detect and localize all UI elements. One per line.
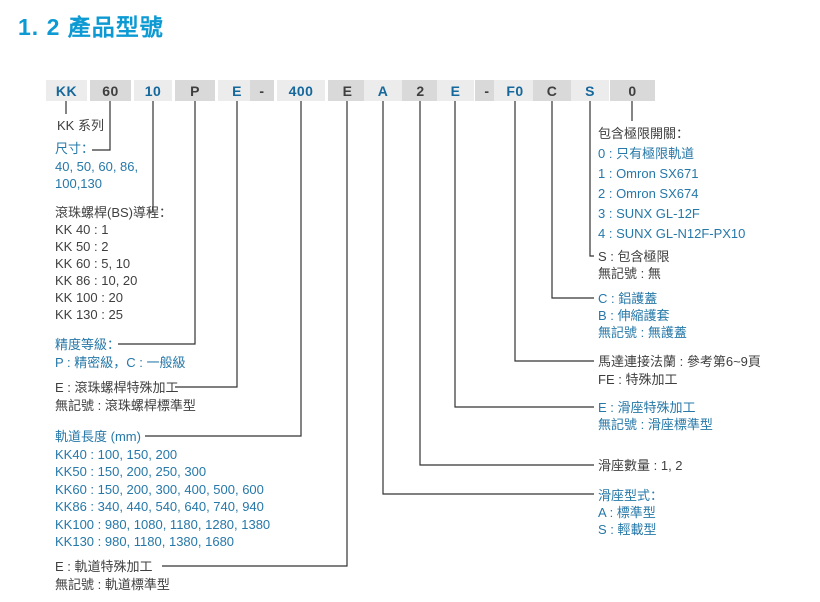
precision-title: 精度等級： xyxy=(55,337,121,352)
model-code-segment: 10 xyxy=(134,80,172,101)
rail-length-block: 軌道長度 (mm) KK40 : 100, 150, 200 KK50 : 15… xyxy=(55,429,271,549)
slide-count-block: 滑座數量 : 1, 2 xyxy=(598,458,683,473)
model-code-segment: 400 xyxy=(277,80,325,101)
model-code-segment: E xyxy=(328,80,367,101)
limit-block: S : 包含極限 無記號 : 無 xyxy=(598,249,670,281)
limit-switch-block: 包含極限開關： 0 : 只有極限軌道 1 : Omron SX671 2 : O… xyxy=(598,126,746,241)
slide-type-title: 滑座型式： xyxy=(598,488,664,503)
model-code-segment: F0 xyxy=(494,80,536,101)
page-title: 1. 2 產品型號 xyxy=(18,14,164,40)
model-code-segment: 0 xyxy=(610,80,655,101)
rail-length-title: 軌道長度 (mm) xyxy=(55,429,141,444)
model-code-segment: 60 xyxy=(90,80,131,101)
slide-type-block: 滑座型式： A : 標準型 S : 輕載型 xyxy=(598,488,664,537)
model-code-segment: P xyxy=(175,80,215,101)
rail-special-block: E : 軌道特殊加工 無記號 : 軌道標準型 xyxy=(55,559,170,592)
model-code-segment: E xyxy=(218,80,256,101)
model-code-segment: C xyxy=(533,80,571,101)
model-code-segment: - xyxy=(250,80,274,101)
motor-flange-block: 馬達連接法蘭 : 參考第6~9頁 FE : 特殊加工 xyxy=(598,354,761,387)
model-code-segment: E xyxy=(437,80,474,101)
precision-block: 精度等級： P : 精密級，C : 一般級 xyxy=(55,337,186,370)
model-code-segment: A xyxy=(364,80,402,101)
series-label: KK 系列 xyxy=(57,118,104,133)
model-code-segment: 2 xyxy=(402,80,439,101)
cover-block: C : 鋁護蓋 B : 伸縮護套 無記號 : 無護蓋 xyxy=(598,291,687,340)
size-block: 尺寸： 40, 50, 60, 86, 100,130 xyxy=(55,141,139,191)
limit-switch-title: 包含極限開關： xyxy=(598,126,690,141)
size-title: 尺寸： xyxy=(55,141,95,156)
slide-special-block: E : 滑座特殊加工 無記號 : 滑座標準型 xyxy=(598,400,713,432)
screw-lead-block: 滾珠螺桿(BS)導程： KK 40 : 1 KK 50 : 2 KK 60 : … xyxy=(55,205,173,322)
screw-special-block: E : 滾珠螺桿特殊加工 無記號 : 滾珠螺桿標準型 xyxy=(55,380,196,413)
model-code-segment: KK xyxy=(46,80,87,101)
screw-lead-title: 滾珠螺桿(BS)導程： xyxy=(55,205,173,220)
model-code-segment: - xyxy=(475,80,499,101)
model-code-row: KK 60 10 P E - 400 E A 2 E - F0 C S 0 xyxy=(0,80,820,101)
model-code-segment: S xyxy=(571,80,609,101)
